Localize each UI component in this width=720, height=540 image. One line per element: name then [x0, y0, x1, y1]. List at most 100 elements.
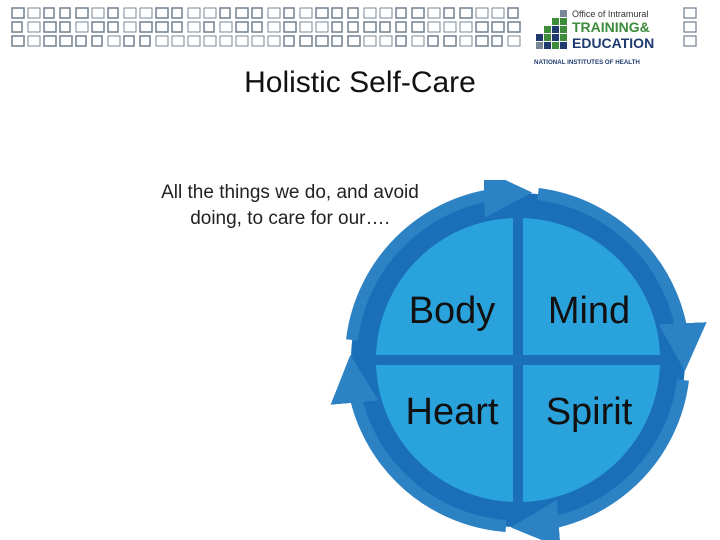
header-pattern-square — [475, 7, 489, 19]
header-pattern-square — [171, 35, 185, 47]
logo-text-training: TRAINING& — [572, 19, 650, 35]
header-pattern-square — [427, 21, 441, 33]
header-pattern-square — [155, 35, 169, 47]
header-pattern-square — [251, 21, 263, 33]
cycle-arrow-bottom — [510, 379, 689, 540]
header-pattern-square — [251, 35, 265, 47]
header-pattern-square — [283, 35, 295, 47]
header-pattern-square — [347, 7, 359, 19]
header-pattern-square — [187, 21, 201, 33]
header-pattern-square — [75, 7, 89, 19]
quadrant-label-mind: Mind — [548, 290, 630, 332]
header-pattern-square — [299, 21, 313, 33]
header-pattern-square — [411, 35, 425, 47]
header-pattern-square — [475, 21, 489, 33]
header-pattern-square — [395, 35, 407, 47]
header-pattern-square — [91, 21, 105, 33]
header-pattern-square — [27, 7, 41, 19]
cycle-arrow-top — [346, 180, 533, 341]
header-pattern-square — [203, 7, 217, 19]
header-pattern-square — [27, 21, 41, 33]
header-pattern-square — [123, 21, 137, 33]
header-pattern-square — [43, 21, 57, 33]
header-pattern-square — [59, 35, 73, 47]
header-pattern-square — [315, 21, 329, 33]
header-pattern-square — [283, 21, 297, 33]
header-pattern-square — [43, 7, 55, 19]
header-pattern-square — [459, 7, 473, 19]
cycle-arrow-right — [537, 188, 707, 372]
header-pattern-square — [171, 7, 183, 19]
quadrant-label-spirit: Spirit — [546, 391, 633, 433]
header-pattern-square — [59, 7, 71, 19]
quadrant-label-heart: Heart — [406, 391, 499, 433]
header-pattern-square — [347, 21, 359, 33]
header-pattern-square — [155, 7, 169, 19]
header-pattern-square — [251, 7, 263, 19]
header-pattern-square — [379, 7, 393, 19]
self-care-cycle-diagram: Body Mind Heart Spirit — [330, 180, 707, 540]
header-pattern-square — [155, 21, 169, 33]
header-pattern-square — [59, 21, 71, 33]
header-pattern-square — [139, 7, 153, 19]
slide-title: Holistic Self-Care — [244, 66, 476, 99]
header-pattern-square — [331, 7, 343, 19]
header-pattern-square — [235, 7, 249, 19]
header-pattern-square — [139, 21, 153, 33]
cycle-arrow-left — [330, 354, 507, 532]
header-pattern-square — [139, 35, 151, 47]
header-pattern-square — [491, 21, 505, 33]
slide-subtitle: All the things we do, and avoid doing, t… — [161, 182, 419, 229]
header-pattern-square — [171, 21, 183, 33]
header-pattern-square — [683, 7, 697, 19]
logo-text-office: Office of Intramural — [572, 9, 648, 19]
header-pattern-square — [11, 21, 23, 33]
header-pattern-square — [283, 7, 295, 19]
header-pattern-square — [347, 35, 361, 47]
logo-text-nih: NATIONAL INSTITUTES OF HEALTH — [534, 59, 640, 66]
header-pattern-square — [219, 35, 233, 47]
header-pattern-square — [331, 35, 343, 47]
header-square-pattern — [11, 7, 697, 47]
logo-text-education: EDUCATION — [572, 35, 654, 51]
header-pattern-square — [331, 21, 343, 33]
header-pattern-square — [187, 35, 201, 47]
header-pattern-square — [443, 7, 455, 19]
header-pattern-square — [411, 21, 425, 33]
header-pattern-square — [123, 35, 135, 47]
header-pattern-square — [379, 21, 391, 33]
header-pattern-square — [443, 21, 457, 33]
header-pattern-square — [235, 21, 249, 33]
nih-training-education-logo: Office of Intramural TRAINING& EDUCATION… — [534, 9, 654, 66]
header-pattern-square — [91, 7, 105, 19]
header-pattern-square — [107, 21, 119, 33]
header-pattern-square — [219, 7, 231, 19]
quadrant-label-body: Body — [409, 290, 496, 332]
header-pattern-square — [363, 35, 377, 47]
header-pattern-square — [75, 35, 87, 47]
header-pattern-square — [379, 35, 393, 47]
header-pattern-square — [395, 21, 407, 33]
header-pattern-square — [427, 7, 441, 19]
header-pattern-square — [395, 7, 407, 19]
header-pattern-square — [107, 7, 119, 19]
header-pattern-square — [491, 7, 505, 19]
header-pattern-square — [267, 35, 281, 47]
header-pattern-square — [507, 7, 519, 19]
header-pattern-square — [219, 21, 233, 33]
header-pattern-square — [475, 35, 489, 47]
header-pattern-square — [91, 35, 103, 47]
quadrant-body — [376, 218, 513, 355]
header-pattern-square — [459, 21, 473, 33]
header-pattern-square — [507, 35, 521, 47]
header-pattern-square — [11, 35, 25, 47]
cycle-arrows — [330, 180, 707, 540]
header-pattern-square — [235, 35, 249, 47]
header-pattern-square — [299, 35, 313, 47]
header-pattern-square — [443, 35, 457, 47]
quadrant-heart — [376, 365, 513, 502]
header-pattern-square — [75, 21, 89, 33]
header-pattern-square — [363, 21, 377, 33]
header-pattern-square — [315, 35, 329, 47]
header-pattern-square — [363, 7, 377, 19]
